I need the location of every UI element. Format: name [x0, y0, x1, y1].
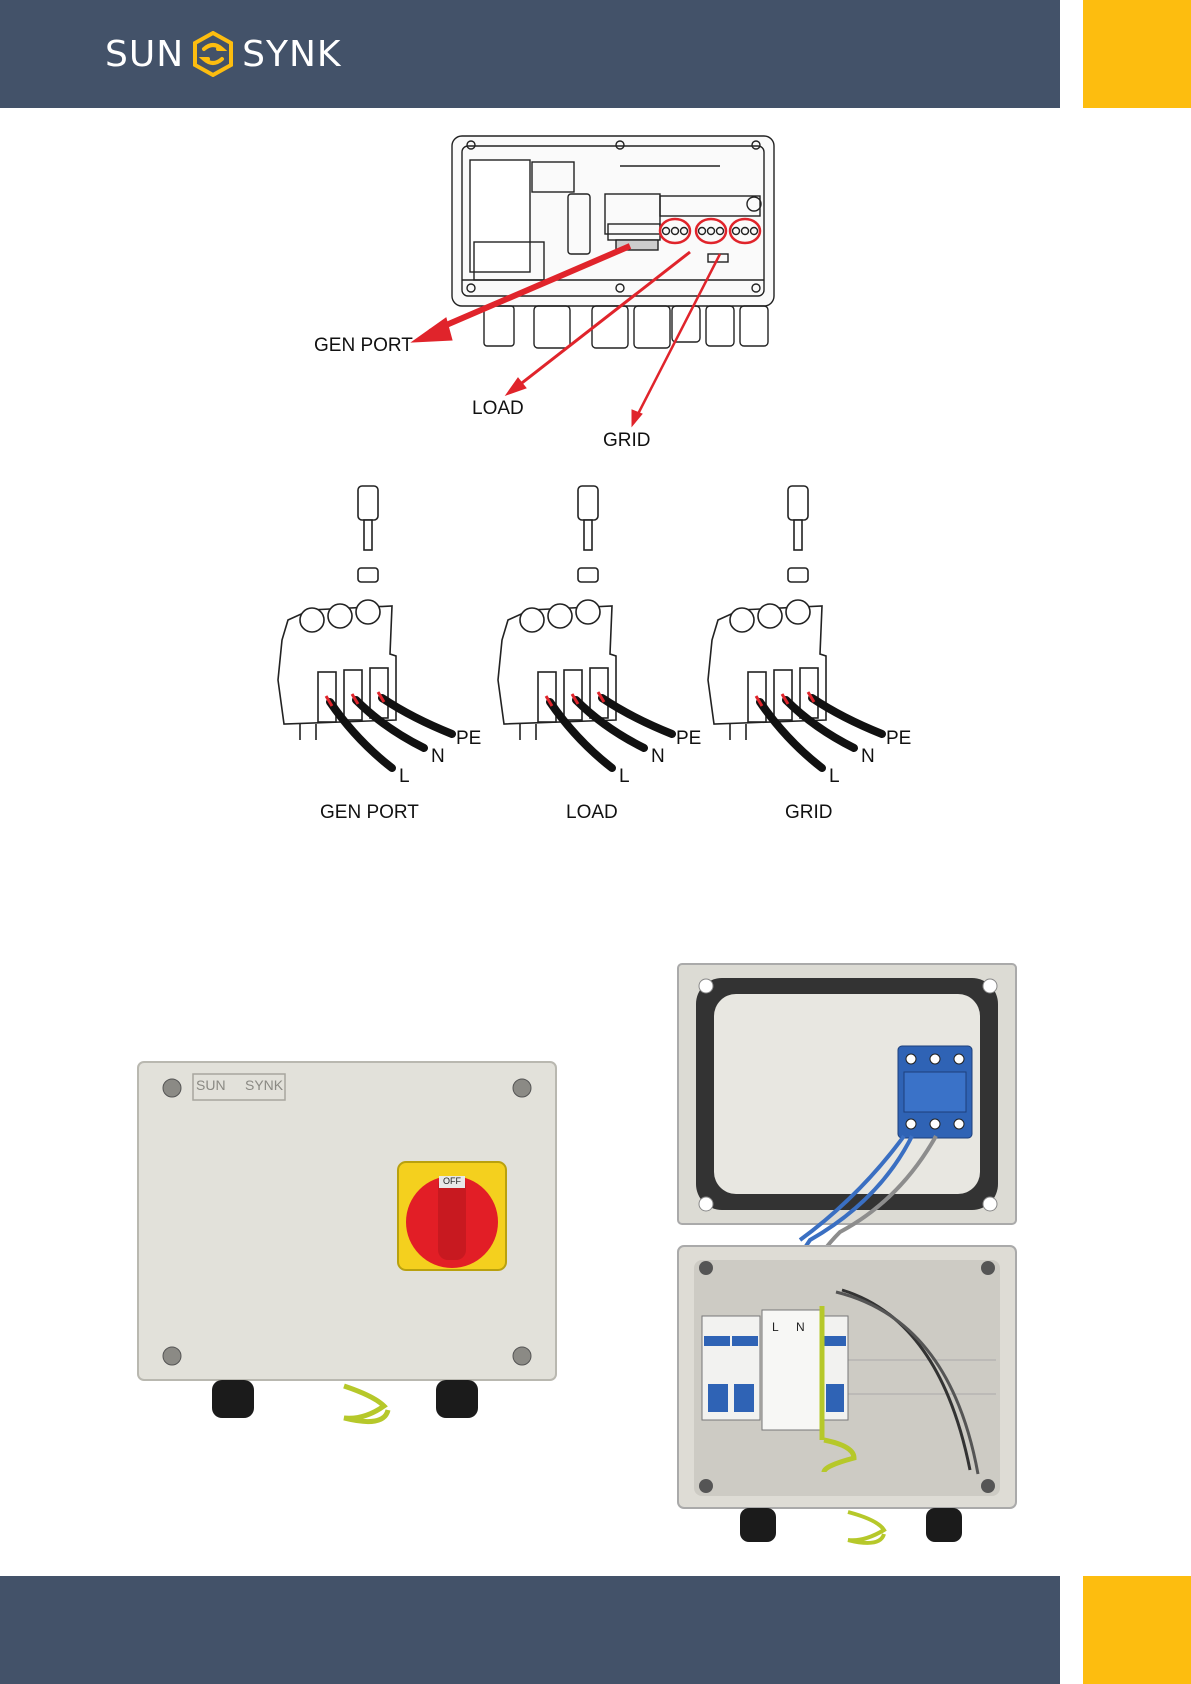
wire-label-l: L [399, 766, 410, 788]
box-logo-left: SUN [196, 1077, 226, 1093]
isolator-box-closed [138, 1062, 556, 1422]
wire-label-n: N [431, 746, 445, 768]
inverter-wiring-bay [452, 136, 774, 348]
wire-label-l: L [619, 766, 630, 788]
terminal-block-gen-port [278, 486, 396, 740]
terminal-block-grid [708, 486, 826, 740]
terminal-block-load [498, 486, 616, 740]
callout-gen-port: GEN PORT [314, 335, 413, 357]
callout-load: LOAD [472, 398, 524, 420]
breaker-label-n: N [796, 1320, 805, 1334]
footer-accent-tab [1083, 1576, 1191, 1684]
footer-band [0, 1576, 1060, 1684]
caption-load: LOAD [566, 802, 618, 824]
wire-label-n: N [861, 746, 875, 768]
open-box-lid [678, 964, 1016, 1224]
wire-label-pe: PE [676, 728, 701, 750]
callout-grid: GRID [603, 430, 651, 452]
wire-label-l: L [829, 766, 840, 788]
wire-label-n: N [651, 746, 665, 768]
open-box-base [678, 1246, 1016, 1543]
box-logo-right: SYNK [245, 1077, 283, 1093]
caption-grid: GRID [785, 802, 833, 824]
caption-gen-port: GEN PORT [320, 802, 419, 824]
switch-off-label: OFF [443, 1176, 461, 1186]
wire-label-pe: PE [886, 728, 911, 750]
wire-label-pe: PE [456, 728, 481, 750]
breaker-label-l: L [772, 1320, 779, 1334]
